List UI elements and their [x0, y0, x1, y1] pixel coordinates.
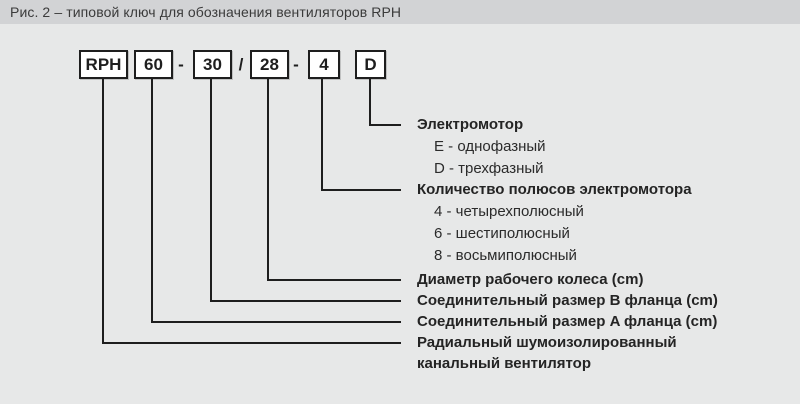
connector-poles-horizontal	[321, 189, 401, 191]
legend-motor-title: Электромотор	[417, 116, 524, 133]
connector-wheel-horizontal	[267, 279, 401, 281]
legend-poles-item: 4 - четырехполюсный	[434, 203, 584, 220]
connector-wheel-vertical	[267, 79, 269, 281]
code-box-family: RPH	[79, 50, 128, 79]
code-separator-3: -	[293, 54, 299, 74]
connector-motor-horizontal	[369, 124, 401, 126]
connector-flange-a-vertical	[151, 79, 153, 323]
code-box-flange-a: 60	[134, 50, 173, 79]
legend-fan-type-line2: канальный вентилятор	[417, 355, 592, 372]
figure-caption-bar: Рис. 2 – типовой ключ для обозначения ве…	[0, 0, 800, 24]
connector-flange-b-horizontal	[210, 300, 401, 302]
legend-motor-item: D - трехфазный	[434, 160, 544, 177]
legend-poles-title: Количество полюсов электромотора	[417, 181, 692, 198]
legend-poles-item: 8 - восьмиполюсный	[434, 247, 577, 264]
code-box-motor: D	[355, 50, 386, 79]
figure-caption: Рис. 2 – типовой ключ для обозначения ве…	[10, 4, 402, 20]
connector-fan-type-horizontal	[102, 342, 401, 344]
legend-flange-b: Соединительный размер B фланца (cm)	[417, 292, 718, 309]
code-box-poles: 4	[308, 50, 340, 79]
connector-poles-vertical	[321, 79, 323, 191]
legend-fan-type-line1: Радиальный шумоизолированный	[417, 334, 677, 351]
code-box-wheel: 28	[250, 50, 289, 79]
connector-flange-a-horizontal	[151, 321, 401, 323]
legend-flange-a: Соединительный размер A фланца (cm)	[417, 313, 718, 330]
connector-motor-vertical	[369, 79, 371, 126]
legend-poles-item: 6 - шестиполюсный	[434, 225, 570, 242]
connector-flange-b-vertical	[210, 79, 212, 302]
legend-wheel-diameter: Диаметр рабочего колеса (cm)	[417, 271, 644, 288]
code-separator-2: /	[238, 54, 244, 74]
legend-motor-item: E - однофазный	[434, 138, 546, 155]
code-box-flange-b: 30	[193, 50, 232, 79]
code-separator-1: -	[178, 54, 184, 74]
connector-fan-type-vertical	[102, 79, 104, 344]
